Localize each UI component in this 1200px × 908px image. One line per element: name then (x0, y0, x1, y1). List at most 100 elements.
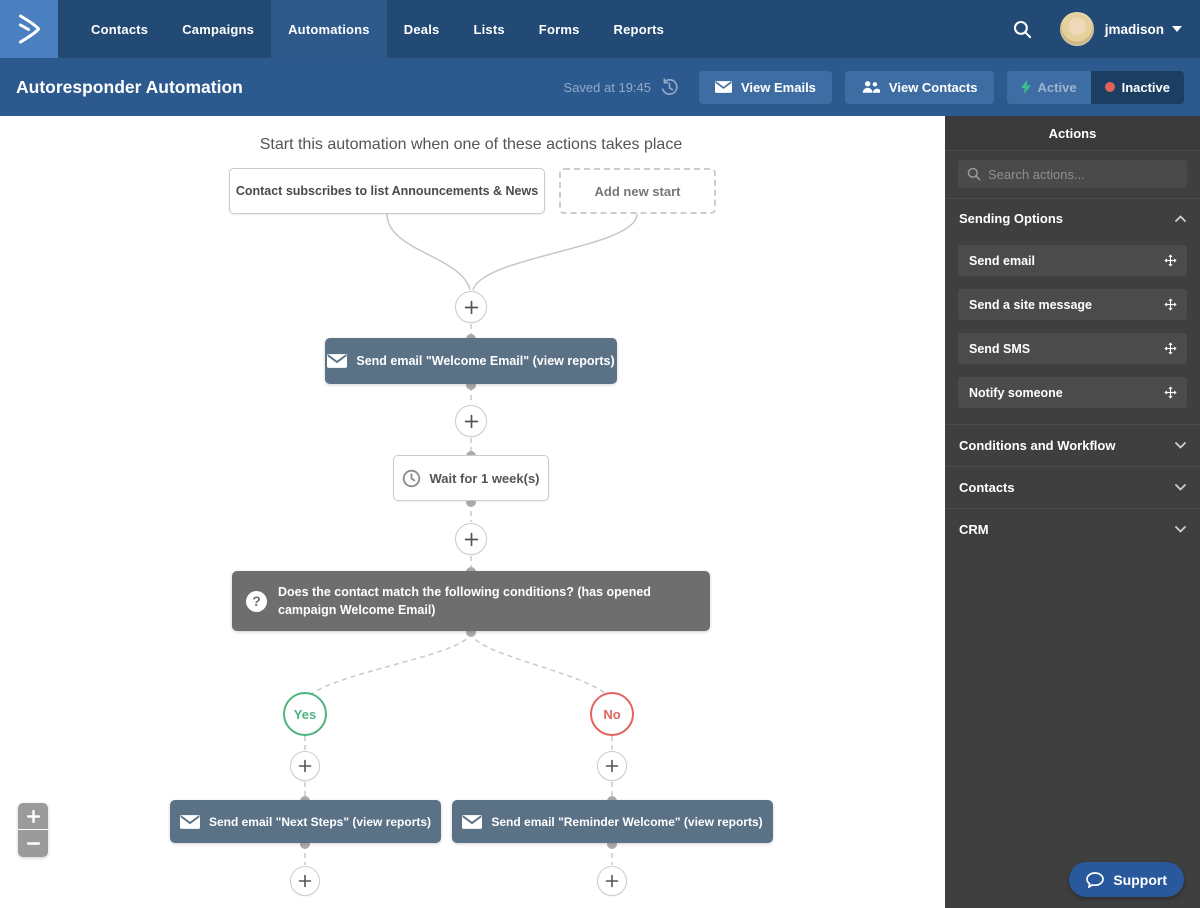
status-toggle: Active Inactive (1006, 70, 1184, 104)
envelope-icon (327, 354, 348, 368)
section-label: CRM (959, 522, 989, 537)
top-nav: Contacts Campaigns Automations Deals Lis… (0, 0, 1200, 58)
envelope-icon (715, 81, 732, 93)
envelope-icon (179, 814, 200, 829)
add-action-button[interactable] (597, 866, 627, 896)
chevron-down-icon (1175, 442, 1186, 449)
action-send-email[interactable]: Send email (958, 245, 1187, 276)
search-icon (967, 167, 981, 181)
view-emails-button[interactable]: View Emails (699, 70, 832, 104)
add-new-start-button[interactable]: Add new start (559, 168, 716, 214)
nav-automations[interactable]: Automations (271, 0, 387, 58)
section-contacts[interactable]: Contacts (945, 466, 1200, 508)
avatar[interactable] (1059, 12, 1094, 46)
nav-contacts[interactable]: Contacts (91, 21, 149, 37)
user-menu[interactable]: jmadison (1105, 22, 1182, 37)
main-nav: Contacts Campaigns Automations Deals Lis… (74, 0, 681, 58)
actions-sidebar: Actions Sending Options Send email (945, 116, 1200, 908)
add-action-button[interactable] (290, 751, 320, 781)
send-email-next-steps-node[interactable]: Send email "Next Steps" (view reports) (170, 800, 441, 843)
node-label: Does the contact match the following con… (278, 584, 651, 617)
condition-node[interactable]: ? Does the contact match the following c… (232, 571, 710, 631)
send-email-welcome-node[interactable]: Send email "Welcome Email" (view reports… (325, 338, 617, 384)
support-button[interactable]: Support (1069, 862, 1184, 897)
page-title: Autoresponder Automation (16, 76, 243, 97)
inactive-toggle[interactable]: Inactive (1090, 70, 1184, 104)
clock-icon (402, 469, 421, 488)
section-label: Conditions and Workflow (959, 438, 1116, 453)
move-icon (1164, 342, 1177, 355)
active-bolt-icon (1020, 80, 1031, 94)
zoom-in-button[interactable] (18, 803, 48, 830)
view-contacts-button[interactable]: View Contacts (844, 70, 994, 104)
send-email-reminder-node[interactable]: Send email "Reminder Welcome" (view repo… (452, 800, 773, 843)
connector-lines (300, 213, 638, 865)
section-conditions-workflow[interactable]: Conditions and Workflow (945, 424, 1200, 466)
header-actions: Saved at 19:45 View Emails (563, 70, 1200, 104)
node-label: Send email "Next Steps" (view reports) (208, 814, 432, 829)
nav-reports[interactable]: Reports (613, 21, 665, 37)
trigger-label: Contact subscribes to list Announcements… (235, 184, 539, 198)
nav-forms[interactable]: Forms (538, 21, 580, 37)
contacts-icon (861, 80, 880, 94)
wait-node[interactable]: Wait for 1 week(s) (393, 455, 549, 501)
support-label: Support (1113, 871, 1167, 888)
action-label: Send email (969, 253, 1035, 268)
add-action-button[interactable] (597, 751, 627, 781)
sending-options-items: Send email Send a site message Send SMS … (945, 237, 1200, 424)
section-label: Sending Options (959, 210, 1063, 226)
add-action-button[interactable] (455, 291, 487, 323)
move-icon (1164, 298, 1177, 311)
nav-campaigns[interactable]: Campaigns (182, 21, 255, 37)
section-label: Contacts (959, 480, 1015, 495)
nav-lists[interactable]: Lists (473, 21, 505, 37)
action-label: Send SMS (969, 341, 1031, 356)
add-new-start-label: Add new start (594, 183, 681, 199)
add-action-button[interactable] (455, 405, 487, 437)
action-label: Send a site message (969, 297, 1092, 312)
action-send-sms[interactable]: Send SMS (958, 333, 1187, 364)
view-contacts-label: View Contacts (888, 79, 978, 95)
envelope-icon (462, 814, 483, 829)
nav-deals[interactable]: Deals (403, 21, 440, 37)
history-icon[interactable] (660, 77, 679, 97)
active-label: Active (1037, 79, 1077, 95)
node-label: Send email "Reminder Welcome" (view repo… (491, 814, 763, 829)
inactive-dot-icon (1104, 82, 1115, 92)
action-send-site-message[interactable]: Send a site message (958, 289, 1187, 320)
node-label: Send email "Welcome Email" (view reports… (356, 354, 615, 368)
section-crm[interactable]: CRM (945, 508, 1200, 550)
add-action-button[interactable] (455, 523, 487, 555)
yes-branch-label: Yes (283, 692, 327, 736)
chevron-down-icon (1175, 484, 1186, 491)
chevron-up-icon (1175, 214, 1186, 222)
chat-bubble-icon (1086, 871, 1105, 888)
view-emails-label: View Emails (741, 79, 816, 95)
yes-text: Yes (293, 706, 317, 722)
chevron-logo-icon (16, 14, 43, 44)
question-icon: ? (246, 590, 267, 612)
no-branch-label: No (590, 692, 634, 736)
action-notify-someone[interactable]: Notify someone (958, 377, 1187, 408)
zoom-controls (18, 803, 48, 857)
trigger-node[interactable]: Contact subscribes to list Announcements… (229, 168, 545, 214)
section-sending-options[interactable]: Sending Options (945, 198, 1200, 237)
automation-canvas: Start this automation when one of these … (0, 116, 945, 908)
automation-header: Autoresponder Automation Saved at 19:45 … (0, 58, 1200, 116)
search-icon[interactable] (1013, 20, 1032, 39)
chevron-down-icon (1175, 526, 1186, 533)
search-actions-input[interactable] (958, 160, 1187, 188)
inactive-label: Inactive (1121, 79, 1170, 95)
add-action-button[interactable] (290, 866, 320, 896)
active-toggle[interactable]: Active (1006, 70, 1091, 104)
username: jmadison (1104, 21, 1164, 37)
sidebar-search (945, 151, 1200, 198)
start-heading: Start this automation when one of these … (259, 136, 683, 153)
move-icon (1164, 386, 1177, 399)
chevron-down-icon (1172, 26, 1182, 32)
sidebar-title: Actions (945, 116, 1200, 151)
saved-status: Saved at 19:45 (563, 79, 651, 95)
activecampaign-logo[interactable] (0, 0, 58, 58)
zoom-out-button[interactable] (18, 830, 48, 857)
